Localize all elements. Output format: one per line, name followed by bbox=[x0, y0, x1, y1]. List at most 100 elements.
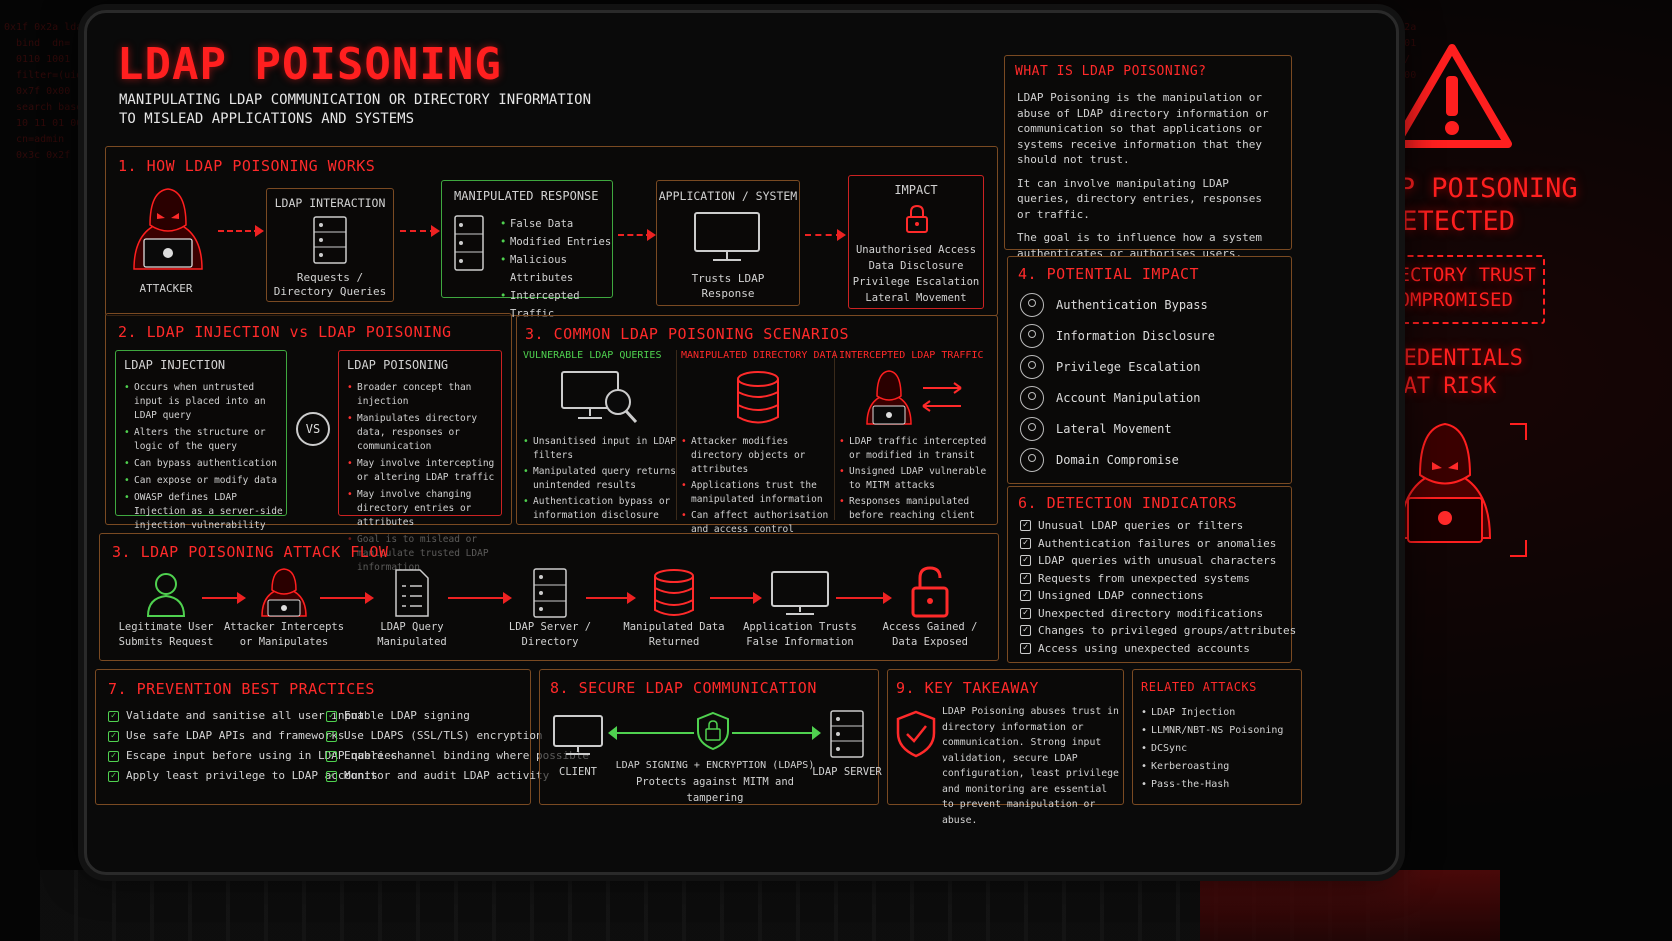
lock-icon bbox=[906, 204, 928, 233]
scenario-item: Can affect authorisation and access cont… bbox=[681, 509, 834, 537]
injection-item: Alters the structure or logic of the que… bbox=[124, 426, 284, 454]
flow-step-label: Access Gained /Data Exposed bbox=[860, 620, 1000, 650]
prevention-label: Monitor and audit LDAP activity bbox=[344, 769, 550, 782]
prevention-label: Enable channel binding where possible bbox=[344, 749, 590, 762]
shield-check-icon bbox=[896, 710, 936, 758]
flow-arrow bbox=[448, 592, 512, 604]
flow-arrow bbox=[586, 592, 636, 604]
green-check-icon: ✓ bbox=[108, 750, 119, 762]
potential-impact-panel: 4. POTENTIAL IMPACT Authentication Bypas… bbox=[1007, 256, 1292, 484]
ldap-server-icon bbox=[514, 564, 586, 618]
client-label: CLIENT bbox=[559, 766, 597, 778]
secure-line-right bbox=[732, 732, 814, 734]
badge-icon-glyph bbox=[1028, 360, 1036, 369]
ldap-interaction-box: LDAP INTERACTION Requests / Directory Qu… bbox=[266, 188, 394, 302]
detection-row: ✓Changes to privileged groups/attributes bbox=[1020, 622, 1296, 640]
versus-title: 2. LDAP INJECTION vs LDAP POISONING bbox=[118, 323, 452, 341]
checkbox-icon: ✓ bbox=[1020, 555, 1031, 567]
app-caption: Trusts LDAP Response bbox=[691, 272, 765, 300]
monitor-icon bbox=[694, 212, 760, 261]
scenario-column: VULNERABLE LDAP QUERIESUnsanitised input… bbox=[523, 350, 677, 521]
takeaway-text: LDAP Poisoning abuses trust in directory… bbox=[942, 706, 1119, 826]
related-list: LDAP InjectionLLMNR/NBT-NS PoisoningDCSy… bbox=[1141, 704, 1301, 794]
checkbox-icon: ✓ bbox=[1020, 520, 1031, 532]
detection-items: ✓Unusual LDAP queries or filters✓Authent… bbox=[1020, 517, 1296, 657]
green-check-icon: ✓ bbox=[326, 710, 337, 722]
scenarios-title: 3. COMMON LDAP POISONING SCENARIOS bbox=[525, 325, 850, 343]
prevention-right: ✓Enable LDAP signing✓Use LDAPS (SSL/TLS)… bbox=[326, 706, 589, 786]
interaction-title: LDAP INTERACTION bbox=[274, 196, 386, 210]
impact-item: Data Disclosure bbox=[868, 260, 964, 272]
detection-label: Unsigned LDAP connections bbox=[1038, 589, 1204, 602]
takeaway-panel: 9. KEY TAKEAWAY LDAP Poisoning abuses tr… bbox=[887, 669, 1124, 826]
what-is-title: WHAT IS LDAP POISONING? bbox=[1015, 64, 1207, 79]
related-title: RELATED ATTACKS bbox=[1141, 680, 1257, 694]
page-title: LDAP POISONING bbox=[117, 39, 502, 90]
scenario-item: Unsigned LDAP vulnerable to MITM attacks bbox=[839, 465, 993, 493]
attack-flow-panel: 3. LDAP POISONING ATTACK FLOW Legitimate… bbox=[99, 533, 999, 661]
scenario-icon bbox=[523, 363, 676, 433]
prevention-row: ✓Use LDAPS (SSL/TLS) encryption bbox=[326, 726, 589, 746]
flow-arrow bbox=[400, 225, 440, 237]
prevention-title: 7. PREVENTION BEST PRACTICES bbox=[108, 680, 375, 698]
prevention-row: ✓Escape input before using in LDAP queri… bbox=[108, 746, 398, 766]
impact-item: Lateral Movement bbox=[865, 292, 967, 304]
flow-arrow bbox=[805, 229, 846, 241]
detection-row: ✓ Unsigned LDAP connections bbox=[1020, 587, 1296, 605]
prevention-panel: 7. PREVENTION BEST PRACTICES ✓Validate a… bbox=[95, 669, 589, 805]
checkbox-icon: ✓ bbox=[1020, 607, 1031, 619]
prevention-left: ✓Validate and sanitise all user input✓Us… bbox=[108, 706, 398, 786]
detection-panel: 6. DETECTION INDICATORS ✓Unusual LDAP qu… bbox=[1007, 486, 1296, 663]
poisoning-title: LDAP POISONING bbox=[347, 358, 449, 372]
detection-label: Unusual LDAP queries or filters bbox=[1038, 519, 1244, 532]
secure-panel: 8. SECURE LDAP COMMUNICATION CLIENT LDAP… bbox=[539, 669, 882, 805]
scenario-icon bbox=[839, 363, 993, 433]
what-is-p1: LDAP Poisoning is the manipulation or ab… bbox=[1017, 91, 1269, 166]
scenario-column: MANIPULATED DIRECTORY DATA Attacker modif… bbox=[681, 350, 838, 535]
flow-title: 3. LDAP POISONING ATTACK FLOW bbox=[112, 543, 389, 561]
server-label: LDAP SERVER bbox=[812, 766, 882, 778]
injection-item: Can expose or modify data bbox=[124, 474, 284, 488]
prevention-row: ✓Monitor and audit LDAP activity bbox=[326, 766, 589, 786]
impact-row: Privilege Escalation bbox=[1020, 351, 1290, 382]
takeaway-title: 9. KEY TAKEAWAY bbox=[896, 679, 1039, 697]
flow-step-line1: Legitimate User bbox=[118, 621, 214, 633]
flow-step-line1: Application Trusts bbox=[743, 621, 857, 633]
scenarios-panel: 3. COMMON LDAP POISONING SCENARIOS VULNE… bbox=[516, 315, 998, 535]
flow-step-line1: Attacker Intercepts bbox=[223, 621, 345, 633]
checkbox-icon: ✓ bbox=[1020, 572, 1031, 584]
app-title: APPLICATION / SYSTEM bbox=[658, 189, 798, 203]
user-lock-icon-glyph bbox=[1028, 298, 1036, 307]
checkbox-icon: ✓ bbox=[1020, 590, 1031, 602]
scenario-item: Responses manipulated before reaching cl… bbox=[839, 495, 993, 523]
scenario-column: INTERCEPTED LDAP TRAFFICLDAP traffic int… bbox=[839, 350, 993, 523]
injection-list: Occurs when untrusted input is placed in… bbox=[124, 381, 284, 536]
flow-arrow bbox=[218, 225, 264, 237]
flow-step-line1: Access Gained / bbox=[882, 621, 978, 633]
scenario-item: LDAP traffic intercepted or modified in … bbox=[839, 435, 993, 463]
flow-step-line1: LDAP Query bbox=[380, 621, 444, 633]
badge-icon bbox=[1020, 354, 1044, 379]
what-is-panel: WHAT IS LDAP POISONING? LDAP Poisoning i… bbox=[1004, 55, 1292, 260]
scenario-icon bbox=[681, 363, 834, 433]
impact-label: Account Manipulation bbox=[1056, 390, 1201, 405]
database-icon bbox=[736, 371, 779, 424]
prevention-row: ✓Apply least privilege to LDAP accounts bbox=[108, 766, 398, 786]
application-system-box: APPLICATION / SYSTEM Trusts LDAP Respons… bbox=[656, 180, 800, 306]
impact-row: Domain Compromise bbox=[1020, 444, 1290, 475]
scenario-item: Manipulated query returns unintended res… bbox=[523, 465, 676, 493]
impact-row: Account Manipulation bbox=[1020, 382, 1290, 413]
impact-label: Lateral Movement bbox=[1056, 421, 1172, 436]
injection-title: LDAP INJECTION bbox=[124, 358, 226, 372]
impact-label: Privilege Escalation bbox=[1056, 359, 1201, 374]
flow-arrow bbox=[618, 229, 656, 241]
scenario-column-title: MANIPULATED DIRECTORY DATA bbox=[681, 350, 838, 361]
detection-row: ✓LDAP queries with unusual characters bbox=[1020, 552, 1296, 570]
unlocked-padlock-icon bbox=[894, 564, 966, 618]
green-check-icon: ✓ bbox=[108, 730, 119, 742]
scenario-item: Attacker modifies directory objects or a… bbox=[681, 435, 834, 477]
flow-arrow bbox=[710, 592, 762, 604]
